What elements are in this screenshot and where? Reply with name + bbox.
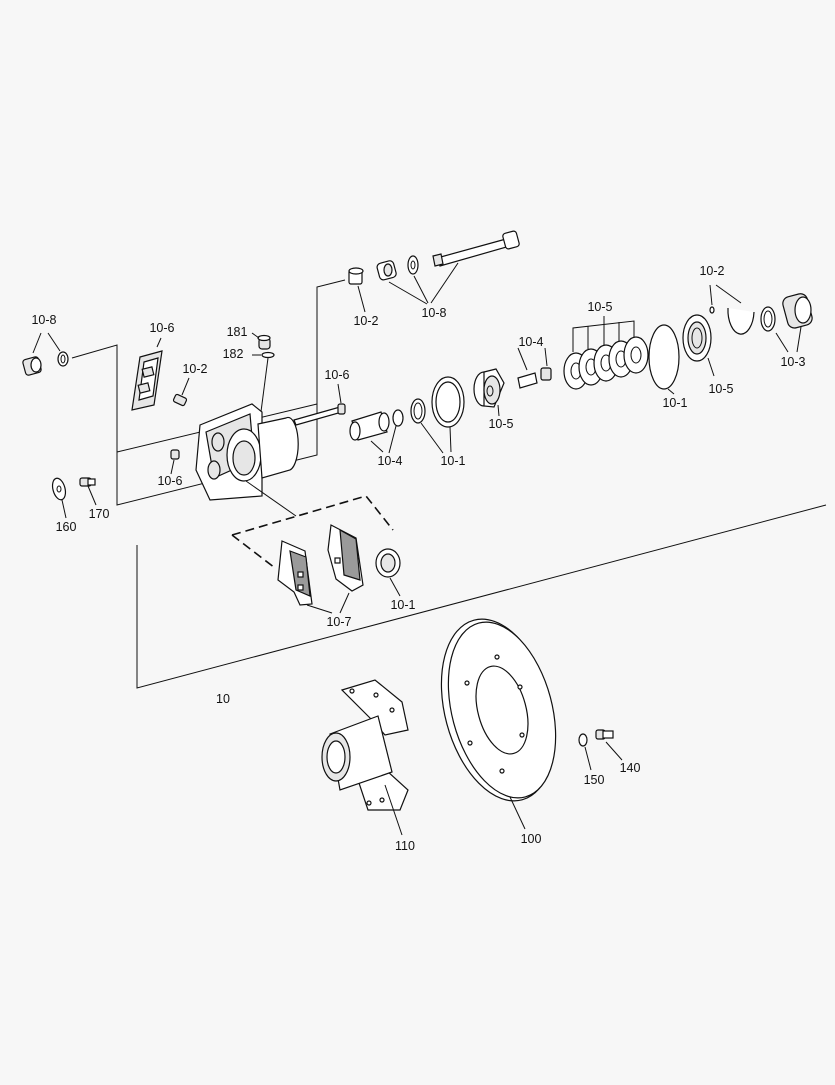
guide-pin-10-6 (293, 383, 346, 426)
callout-10-5-bearing: 10-5 (708, 382, 733, 396)
callout-10-2-right: 10-2 (699, 264, 724, 278)
callout-100: 100 (521, 832, 542, 846)
caliper-body (195, 403, 299, 517)
parts-10-8-top (376, 230, 520, 305)
nut-10-6-lower (170, 449, 180, 475)
callout-10-6-shims: 10-6 (149, 321, 174, 335)
callout-110: 110 (395, 839, 415, 853)
seal-10-1-lower (375, 548, 401, 597)
piston-10-5 (473, 368, 505, 417)
callout-10-2-bushing: 10-2 (353, 314, 378, 328)
callout-10: 10 (216, 692, 230, 706)
brake-pads-10-7 (231, 495, 394, 614)
callout-10-6-nut: 10-6 (157, 474, 182, 488)
callout-10-6-pin: 10-6 (324, 368, 349, 382)
callout-10-5-piston: 10-5 (488, 417, 513, 431)
washer-150 (578, 733, 592, 771)
callout-10-1-seal: 10-1 (440, 454, 465, 468)
callout-10-2-screw: 10-2 (182, 362, 207, 376)
oring-182 (252, 351, 275, 428)
nut-10-8-left (22, 332, 69, 376)
shim-plates-10-6 (131, 337, 163, 411)
washer-160 (51, 477, 67, 519)
bleed-screw-10-2 (172, 377, 190, 407)
circlip-10-2 (709, 284, 755, 335)
brake-disc-100 (440, 618, 557, 830)
callout-10-7: 10-7 (326, 615, 351, 629)
callout-10-3: 10-3 (780, 355, 805, 369)
callout-labels: 10-8 10-6 181 182 10-2 10-6 10-2 10-8 10… (31, 264, 805, 853)
ring-and-nut-10-3 (760, 293, 813, 353)
pin-and-nut-10-4 (517, 347, 552, 389)
spring-washers-10-5 (563, 316, 649, 390)
piston-pin-10-4 (349, 411, 390, 453)
callout-10-5-springs: 10-5 (587, 300, 612, 314)
callout-140: 140 (620, 761, 641, 775)
callout-10-4-pin: 10-4 (377, 454, 402, 468)
assembly-outline-10 (71, 279, 827, 689)
callout-10-1-oring: 10-1 (662, 396, 687, 410)
screw-170 (79, 477, 97, 506)
callout-10-4-small: 10-4 (518, 335, 543, 349)
callout-181: 181 (227, 325, 248, 339)
plug-181 (251, 332, 271, 350)
seal-rings-10-1 (388, 376, 465, 454)
callout-10-8-left: 10-8 (31, 313, 56, 327)
callout-170: 170 (89, 507, 110, 521)
callout-10-1-lower: 10-1 (390, 598, 415, 612)
callout-10-8-top: 10-8 (421, 306, 446, 320)
hub-flange-110 (321, 679, 409, 836)
callout-150: 150 (584, 773, 605, 787)
bearing-10-5 (682, 314, 715, 377)
bushing-10-2 (348, 267, 366, 313)
bolt-140 (595, 729, 623, 761)
callout-160: 160 (56, 520, 77, 534)
callout-182: 182 (223, 347, 244, 361)
oring-10-1 (648, 324, 680, 395)
